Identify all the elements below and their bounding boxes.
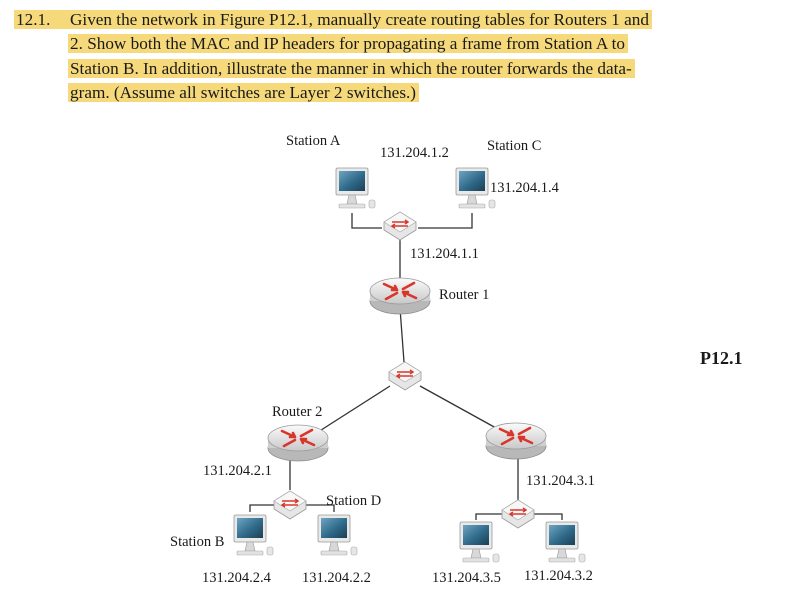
problem-line-1: Given the network in Figure P12.1, manua… [70,10,649,29]
label-station-a: Station A [286,133,341,149]
label-station-c: Station C [487,138,541,154]
link-stationA-switch1 [351,213,382,229]
problem-line-3: Station B. In addition, illustrate the m… [70,58,632,78]
label-station-b-ip: 131.204.2.4 [202,570,272,586]
station-d-computer-icon [317,514,358,556]
link-switch3-stationD [306,504,335,512]
switch-3-icon [273,490,307,520]
station-b-computer-icon [233,514,274,556]
label-station-b: Station B [170,534,224,550]
figure-label: P12.1 [700,348,743,368]
link-switch2-router2 [317,385,391,433]
label-station-e-ip: 131.204.3.5 [432,570,501,586]
switch-2-icon [388,361,422,391]
link-router1-switch2 [399,307,405,363]
label-router1: Router 1 [439,287,489,303]
label-station-d: Station D [326,493,381,509]
station-a-computer-icon [335,167,376,209]
router-1-icon [368,276,432,316]
connection-lines [249,213,563,520]
label-station-f-ip: 131.204.3.2 [524,568,593,584]
router-2-icon [266,423,330,463]
link-switch4-stationF [534,513,563,520]
label-station-d-ip: 131.204.2.2 [302,570,371,586]
problem-line-2: 2. Show both the MAC and IP headers for … [70,34,625,54]
label-router2: Router 2 [272,404,322,420]
label-router2-ip: 131.204.2.1 [203,463,272,479]
link-stationC-switch1 [418,213,473,229]
label-switch1-ip: 131.204.1.1 [410,246,479,262]
problem-line-4: gram. (Assume all switches are Layer 2 s… [70,82,417,102]
station-f-computer-icon [545,521,586,563]
switch-4-icon [501,499,535,529]
station-e-computer-icon [459,521,500,563]
link-switch4-stationE [475,513,502,520]
problem-number: 12.1. [16,10,51,29]
link-switch3-stationB [249,504,274,512]
router-3-icon [484,421,548,461]
label-router3-ip: 131.204.3.1 [526,473,595,489]
link-switch2-router3 [419,385,497,429]
label-station-c-ip: 131.204.1.4 [490,180,560,196]
label-station-a-ip: 131.204.1.2 [380,145,449,161]
problem-text: 12.1. Given the network in Figure P12.1, … [14,8,784,105]
switch-1-icon [383,211,417,241]
